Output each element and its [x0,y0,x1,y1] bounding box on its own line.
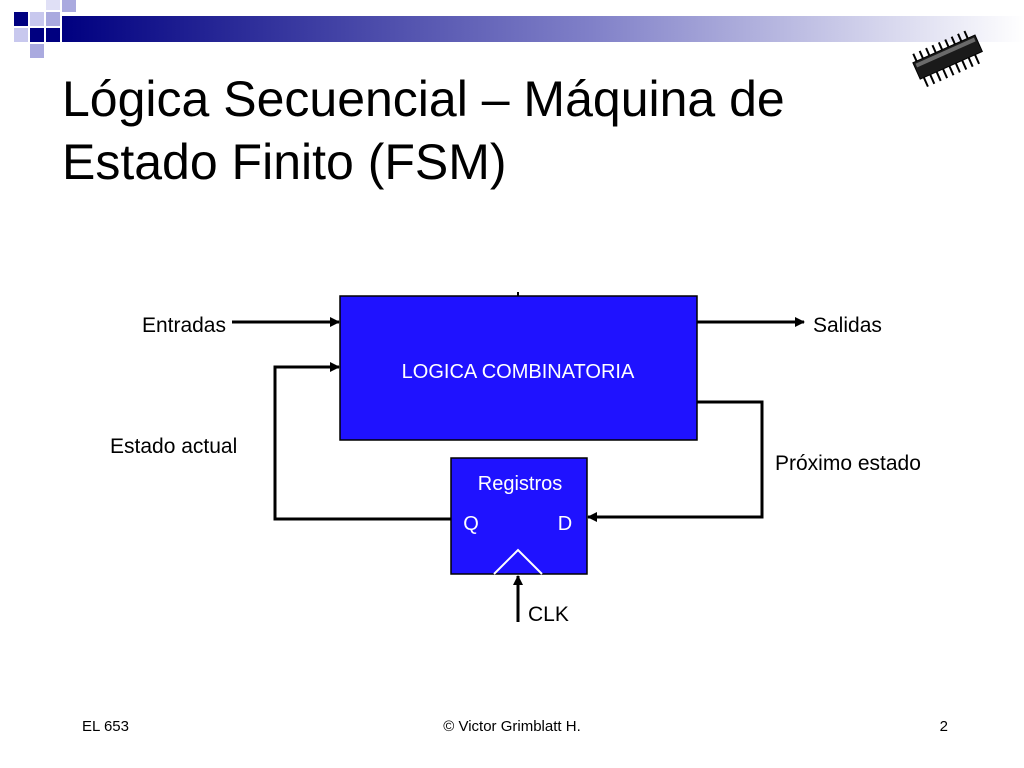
decor-square [14,12,28,26]
next-state-path [587,400,764,522]
decor-square [62,0,76,12]
decor-square [46,28,60,42]
decor-square [46,0,60,10]
footer-copyright: © Victor Grimblatt H. [443,718,581,735]
next-state-label: Próximo estado [775,452,921,475]
decor-square [14,28,28,42]
decor-square [30,44,44,58]
combinational-logic-label: LOGICA COMBINATORIA [402,361,635,383]
current-state-label: Estado actual [110,435,237,458]
slide-title-line-2: Estado Finito (FSM) [62,134,507,190]
corner-decoration [14,0,1024,58]
combinational-logic-block [339,295,698,441]
footer-course: EL 653 [82,718,129,735]
register-d-port: D [558,513,572,535]
slide-title-line-1: Lógica Secuencial – Máquina de [62,71,785,127]
decor-gradient-bar [62,16,1024,42]
clock-label: CLK [528,603,569,626]
slide-title: Lógica Secuencial – Máquina de Estado Fi… [62,68,922,194]
current-state-path [273,362,451,521]
register-block [450,457,588,575]
decor-square [30,12,44,26]
register-q-port: Q [463,513,479,535]
decor-square [30,28,44,42]
footer-page-number: 2 [939,718,948,735]
register-label: Registros [478,473,562,495]
decor-square [46,12,60,26]
outputs-label: Salidas [813,314,882,337]
clock-edge-symbol [493,548,543,575]
ic-chip-icon [912,30,983,88]
inputs-label: Entradas [142,314,226,337]
